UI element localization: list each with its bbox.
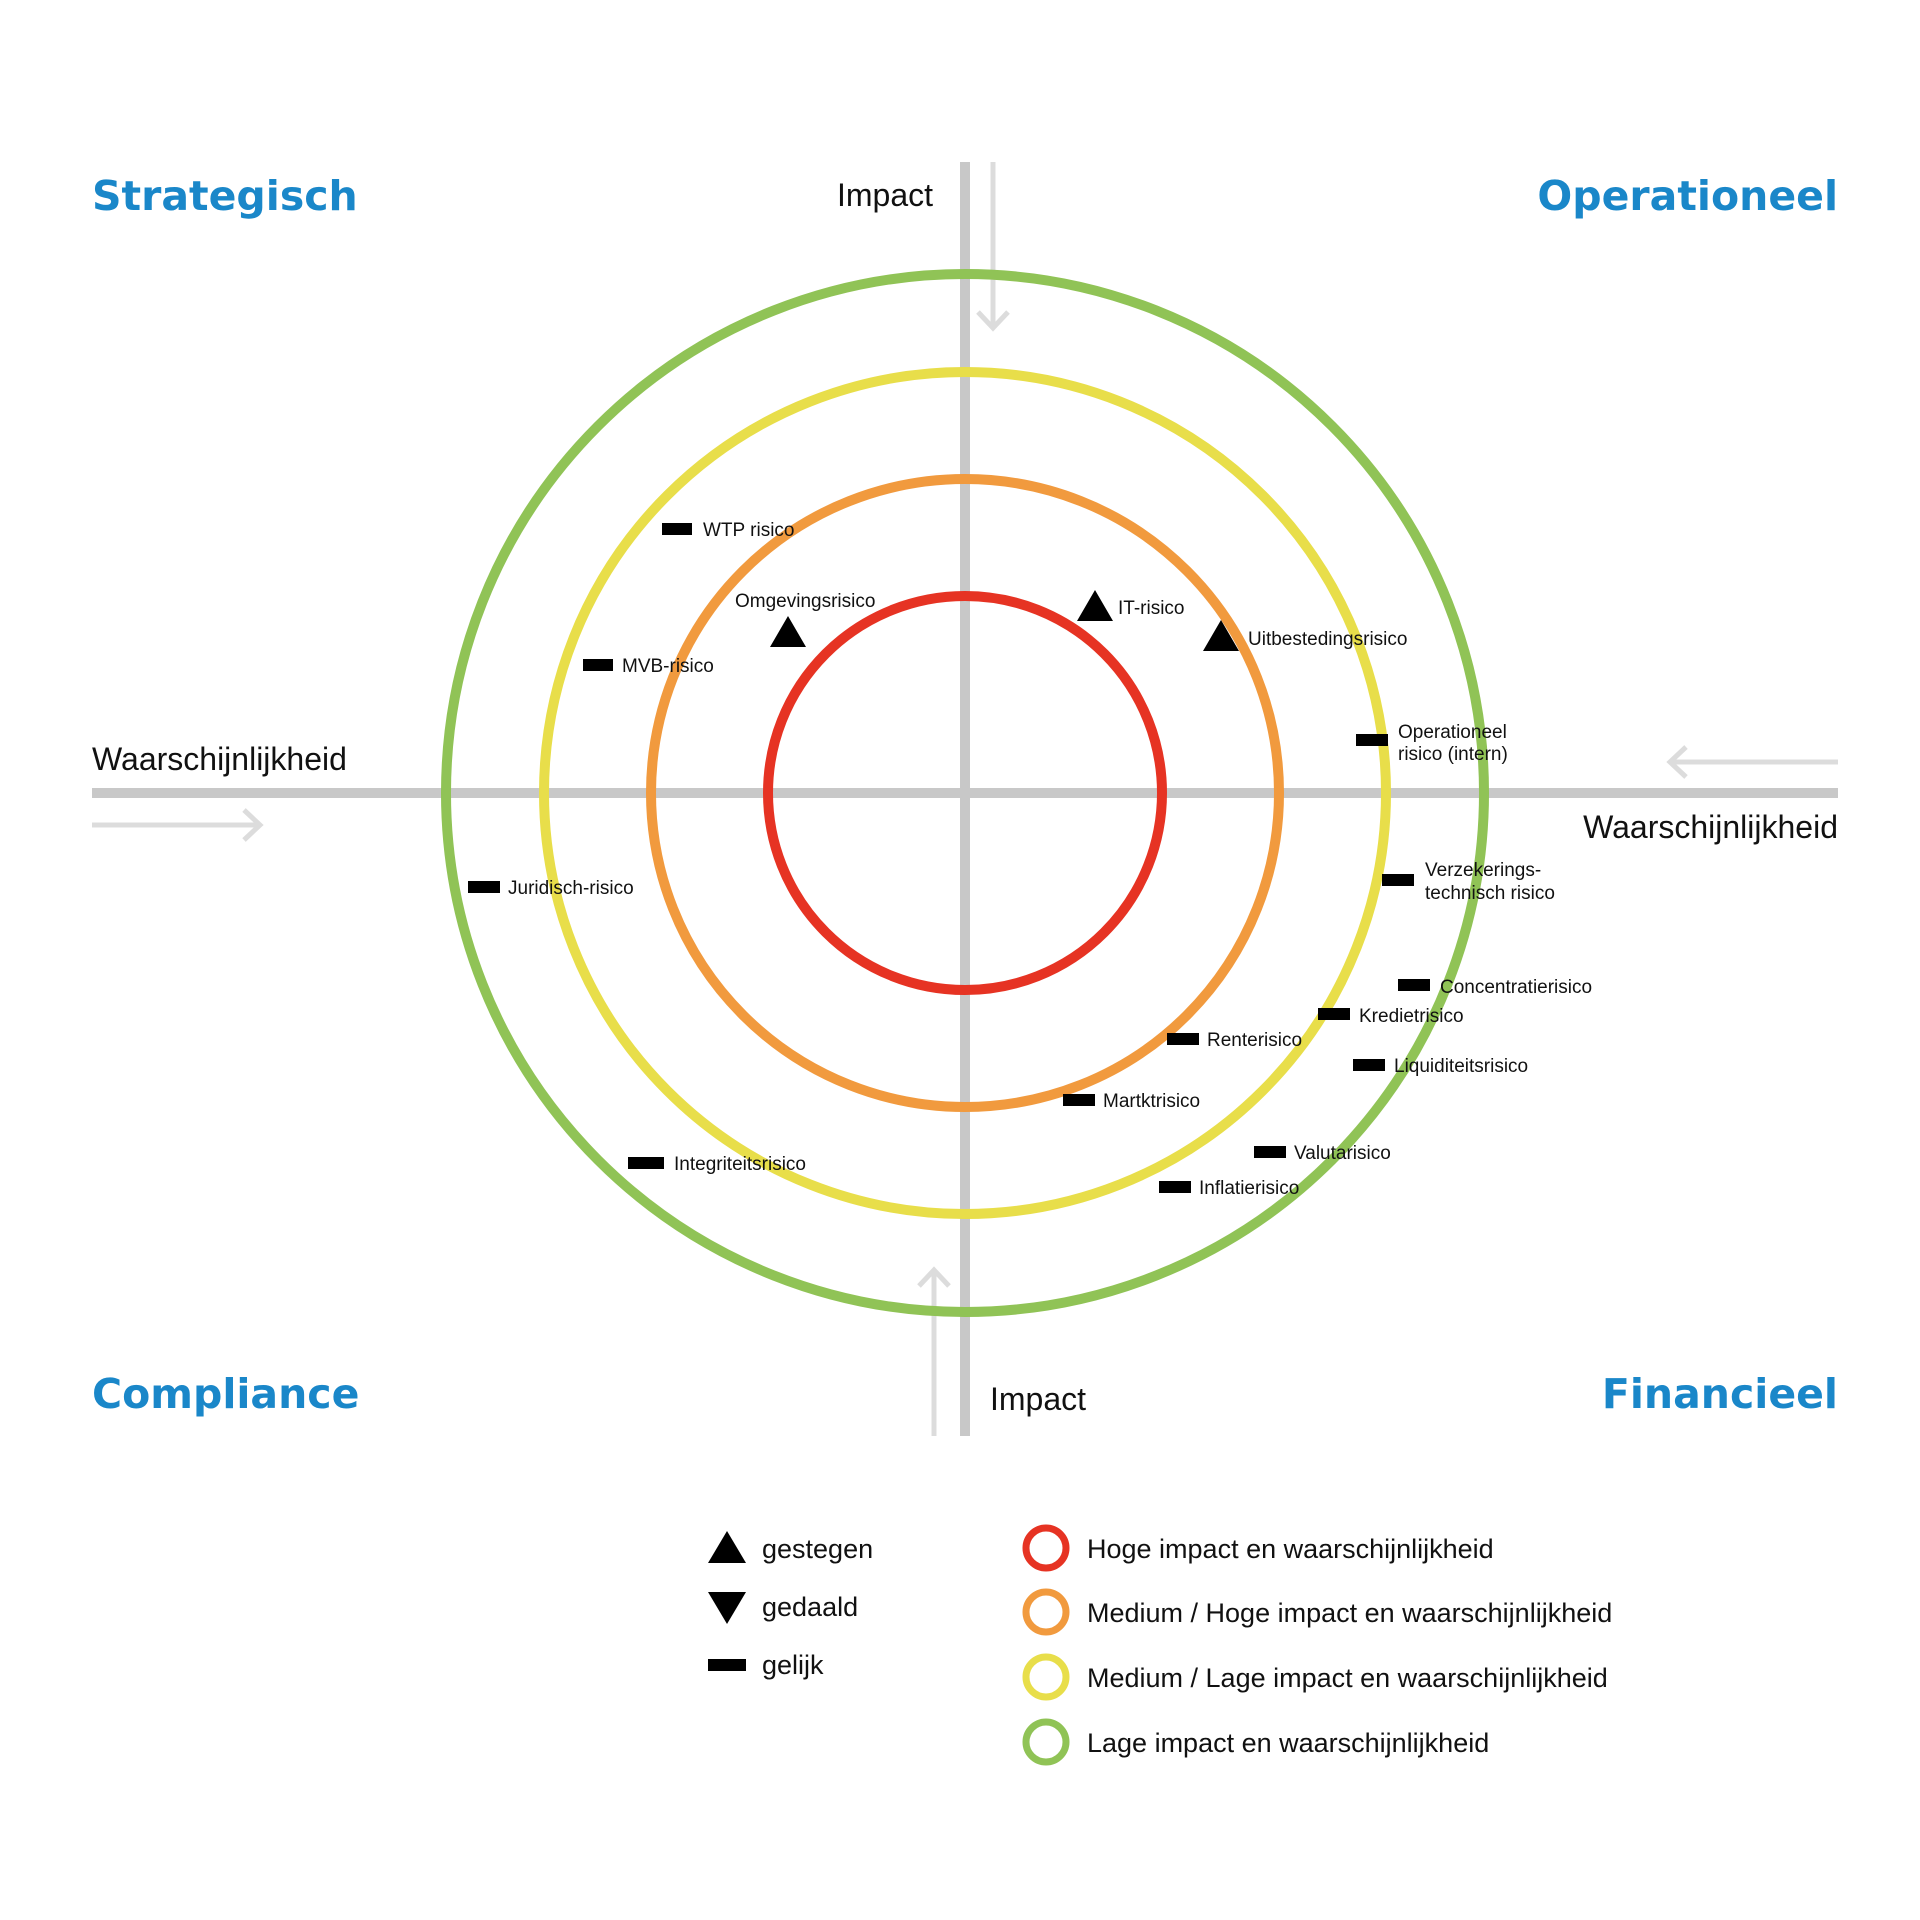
legend-label: gelijk [762,1650,824,1680]
triangle-up-icon [1203,620,1239,651]
triangle-down-icon [708,1592,746,1624]
risk-item-uitbesteding: Uitbestedingsrisico [1203,620,1407,651]
dash-icon [1353,1059,1385,1071]
risk-label: Martktrisico [1103,1091,1200,1112]
axis-label-impact-bottom: Impact [990,1381,1086,1417]
dash-icon [1167,1033,1199,1045]
legend-label: gestegen [762,1534,873,1564]
risk-label: Omgevingsrisico [735,591,875,612]
triangle-up-icon [770,616,806,647]
risk-label: Liquiditeitsrisico [1394,1056,1528,1077]
legend-label: gedaald [762,1592,858,1622]
legend-item-gestegen: gestegen [708,1531,873,1564]
risk-item-integriteit: Integriteitsrisico [628,1154,806,1175]
arrow-left-icon [1666,745,1838,779]
triangle-up-icon [1077,590,1113,621]
risk-label: Operationeel [1398,722,1507,743]
axis-label-likelihood-left: Waarschijnlijkheid [92,741,347,777]
risk-item-inflatie: Inflatierisico [1159,1178,1299,1199]
risk-label-line2: technisch risico [1425,883,1555,904]
risk-item-valuta: Valutarisico [1254,1143,1391,1164]
dash-icon [1159,1181,1191,1193]
risk-label: Kredietrisico [1359,1006,1464,1027]
arrow-down-icon [976,162,1010,332]
dash-icon [1398,979,1430,991]
risk-item-krediet: Kredietrisico [1318,1006,1464,1027]
ring-swatch-icon [1022,1524,1070,1572]
risk-item-liquiditeit: Liquiditeitsrisico [1353,1056,1528,1077]
ring-swatch-icon [1022,1653,1070,1701]
risk-label: Juridisch-risico [508,878,634,899]
legend-levels: Hoge impact en waarschijnlijkheid Medium… [1022,1524,1612,1766]
legend-item-medium-low: Medium / Lage impact en waarschijnlijkhe… [1022,1653,1608,1701]
arrow-right-icon [92,808,264,842]
risk-item-operationeel-intern: Operationeel risico (intern) [1356,722,1508,765]
risk-label: Uitbestedingsrisico [1248,629,1407,650]
dash-icon [1254,1146,1286,1158]
quadrant-title-strategisch: Strategisch [92,172,358,220]
risk-item-wtp: WTP risico [662,520,794,541]
risk-item-markt: Martktrisico [1063,1091,1200,1112]
quadrant-title-operationeel: Operationeel [1537,172,1838,220]
ring-high [763,591,1167,995]
ring-swatch-icon [1022,1718,1070,1766]
risk-label: WTP risico [703,520,794,541]
legend-label: Medium / Hoge impact en waarschijnlijkhe… [1087,1598,1612,1628]
ring-medium-low [539,367,1391,1219]
legend-trends: gestegen gedaald gelijk [708,1531,873,1680]
risk-label: IT-risico [1118,598,1185,619]
ring-medium-high [646,474,1284,1112]
risk-label: Integriteitsrisico [674,1154,806,1175]
dash-icon [468,881,500,893]
legend-item-medium-high: Medium / Hoge impact en waarschijnlijkhe… [1022,1588,1612,1636]
legend-item-gelijk: gelijk [708,1650,824,1680]
risk-label: MVB-risico [622,656,714,677]
dash-icon [708,1659,746,1671]
dash-icon [662,523,692,535]
dash-icon [628,1157,664,1169]
legend-label: Lage impact en waarschijnlijkheid [1087,1728,1489,1758]
legend-label: Medium / Lage impact en waarschijnlijkhe… [1087,1663,1608,1693]
dash-icon [1063,1094,1095,1106]
dash-icon [583,659,613,671]
risk-item-it: IT-risico [1077,590,1185,621]
legend-item-low: Lage impact en waarschijnlijkheid [1022,1718,1489,1766]
axis-label-impact-top: Impact [837,177,933,213]
risk-item-rente: Renterisico [1167,1030,1302,1051]
triangle-up-icon [708,1531,746,1563]
quadrant-title-financieel: Financieel [1602,1370,1838,1418]
risk-item-juridisch: Juridisch-risico [468,878,634,899]
legend-label: Hoge impact en waarschijnlijkheid [1087,1534,1494,1564]
risk-label: Concentratierisico [1440,977,1592,998]
quadrant-title-compliance: Compliance [92,1370,359,1418]
risk-label: Renterisico [1207,1030,1302,1051]
legend-item-gedaald: gedaald [708,1592,858,1624]
ring-swatch-icon [1022,1588,1070,1636]
risk-label: Verzekerings- [1425,860,1541,881]
dash-icon [1356,734,1388,746]
risk-label: Valutarisico [1294,1143,1391,1164]
risk-label-line2: risico (intern) [1398,744,1508,765]
dash-icon [1382,874,1414,886]
risk-item-verzekeringstechnisch: Verzekerings- technisch risico [1382,860,1555,904]
risk-item-concentratie: Concentratierisico [1398,977,1592,998]
dash-icon [1318,1008,1350,1020]
legend-item-high: Hoge impact en waarschijnlijkheid [1022,1524,1494,1572]
axis-label-likelihood-right: Waarschijnlijkheid [1583,809,1838,845]
risk-item-mvb: MVB-risico [583,656,714,677]
arrow-up-icon [917,1266,951,1436]
ring-low [441,269,1489,1317]
risk-label: Inflatierisico [1199,1178,1299,1199]
risk-item-omgeving: Omgevingsrisico [735,591,875,647]
